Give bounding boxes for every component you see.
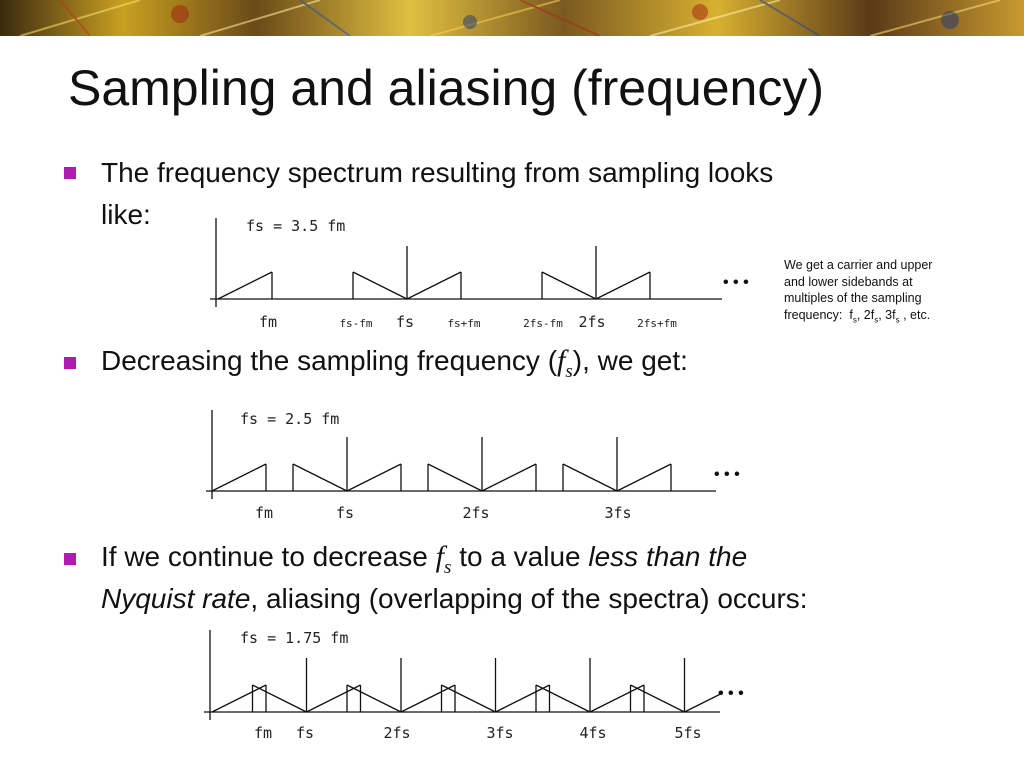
bullet-3-line-1: If we continue to decrease fs to a value…: [101, 540, 748, 578]
upper-sideband: [400, 684, 456, 713]
tick-label: 2fs-fm: [523, 317, 563, 330]
tick-label: fs: [396, 313, 414, 331]
upper-sideband: [346, 463, 402, 492]
upper-sideband: [495, 684, 550, 713]
bullet-1-line-1: The frequency spectrum resulting from sa…: [101, 157, 774, 188]
diagram-title: fs = 3.5 fm: [246, 217, 345, 235]
tick-label: 2fs: [383, 724, 410, 742]
diagram-title: fs = 2.5 fm: [240, 410, 339, 428]
continuation-ellipsis: • • •: [718, 685, 744, 702]
tick-label: 2fs+fm: [637, 317, 677, 330]
lower-sideband: [562, 463, 618, 492]
tick-label: 5fs: [674, 724, 701, 742]
spectrum-plot-fs-1.75fm: fs = 1.75 fm fm fs 2fs 3fs 4fs 5fs • • •: [204, 629, 744, 742]
tick-label: 2fs: [578, 313, 605, 331]
continuation-ellipsis: • • •: [714, 466, 740, 483]
lower-sideband: [292, 463, 348, 492]
baseband-ramp: [217, 271, 273, 300]
bullet-marker: [64, 553, 76, 565]
diagram-title: fs = 1.75 fm: [240, 629, 348, 647]
tick-label: 3fs: [486, 724, 513, 742]
tick-label: fm: [259, 313, 277, 331]
tick-label: 4fs: [579, 724, 606, 742]
tick-label: fs: [296, 724, 314, 742]
sideband-note: We get a carrier and upper and lower sid…: [784, 258, 933, 324]
spectrum-plot-fs-2.5fm: fs = 2.5 fm fm fs 2fs 3fs • • •: [206, 410, 740, 522]
upper-sideband: [406, 271, 462, 300]
spectrum-plot-fs-3.5fm: fs = 3.5 fm fm fs-fm fs fs+fm 2fs-fm 2fs 2fs+fm…: [210, 217, 749, 331]
upper-sideband: [616, 463, 672, 492]
baseband-ramp: [211, 463, 267, 492]
header-banner-image: [0, 0, 1024, 36]
upper-sideband: [595, 271, 651, 300]
upper-sideband: [589, 684, 645, 713]
bullet-2-suffix: ), we get:: [572, 345, 688, 376]
upper-sideband: [684, 693, 721, 713]
tick-label: fs-fm: [339, 317, 372, 330]
lower-sideband: [252, 684, 307, 713]
tick-label: fm: [254, 724, 272, 742]
upper-sideband: [306, 684, 361, 713]
lower-sideband: [346, 684, 402, 713]
lower-sideband: [630, 684, 685, 713]
tick-label: fm: [255, 504, 273, 522]
fs-symbol: fs: [435, 540, 452, 578]
bullet-marker: [64, 167, 76, 179]
lower-sideband: [535, 684, 591, 713]
lower-sideband: [427, 463, 483, 492]
tick-label: 3fs: [604, 504, 631, 522]
lower-sideband: [352, 271, 408, 300]
bullet-marker: [64, 357, 76, 369]
tick-label: 2fs: [462, 504, 489, 522]
bullet-2-prefix: Decreasing the sampling frequency (: [101, 345, 558, 376]
tick-label: fs: [336, 504, 354, 522]
upper-sideband: [481, 463, 537, 492]
continuation-ellipsis: • • •: [723, 274, 749, 291]
lower-sideband: [441, 684, 496, 713]
bullet-3-line-2: Nyquist rate, aliasing (overlapping of t…: [101, 583, 808, 614]
fs-symbol: fs: [557, 344, 573, 382]
tick-label: fs+fm: [447, 317, 480, 330]
bullet-2-text: Decreasing the sampling frequency (fs), …: [101, 340, 688, 393]
baseband-ramp: [211, 684, 267, 713]
bullet-1-line-2: like:: [101, 199, 151, 230]
page-title: Sampling and aliasing (frequency): [68, 60, 824, 116]
lower-sideband: [541, 271, 597, 300]
